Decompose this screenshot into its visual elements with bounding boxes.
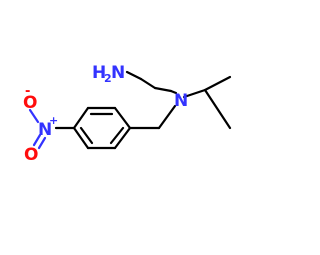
- nitro-o-bottom-label: O: [24, 145, 38, 165]
- ring-bond-3: [72, 106, 90, 130]
- bond-ch2-n: [169, 89, 178, 95]
- bond-n-ch: [182, 88, 207, 99]
- bond-ch2-ch2: [139, 77, 157, 90]
- bond-n-o-bottom-1: [32, 133, 42, 147]
- nitro-minus-charge: -: [25, 84, 30, 99]
- nitro-plus-charge: +: [49, 114, 58, 127]
- bond-ch2-ch2-b: [153, 86, 173, 93]
- ring-double-3: [109, 126, 125, 145]
- tertiary-n-label: N: [174, 91, 188, 111]
- bonds: [54, 70, 232, 150]
- bond-nh2-ch2: [125, 70, 143, 81]
- nitro-o-left-label: O: [23, 93, 37, 113]
- bond-ch-me1: [203, 75, 232, 92]
- ring-bond-6: [113, 126, 132, 150]
- structure-diagram: H 2 N N N + O - O: [0, 0, 250, 250]
- nitro-bonds: [28, 108, 47, 150]
- background: [0, 0, 250, 250]
- molecule-svg: H 2 N N N + O - O: [0, 0, 250, 250]
- ring-bond-4: [72, 126, 90, 150]
- amine-subscript: 2: [104, 72, 112, 85]
- bond-ch-me2: [203, 88, 232, 130]
- ring-bond-1: [113, 106, 132, 130]
- amine-h-label: H: [92, 63, 106, 83]
- bond-n-o-bottom-2: [37, 136, 47, 150]
- bond-n-o-left: [28, 108, 40, 124]
- amine-n-label: N: [111, 63, 125, 83]
- bond-n-ch2: [157, 104, 177, 130]
- ring-double-2: [79, 126, 94, 145]
- nitro-n-label: N: [38, 120, 52, 140]
